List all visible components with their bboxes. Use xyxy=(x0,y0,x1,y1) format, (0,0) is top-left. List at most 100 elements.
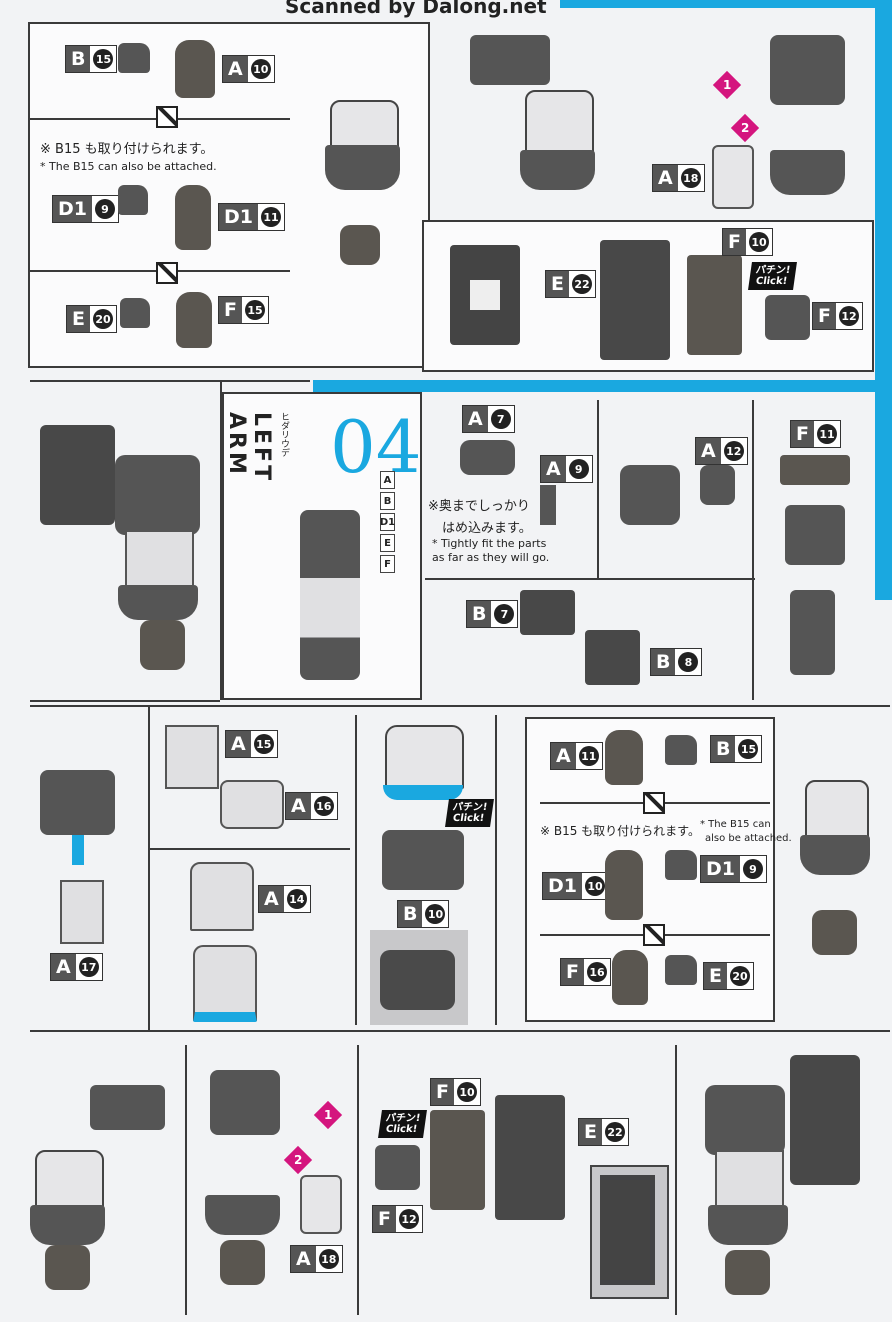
divider xyxy=(597,400,599,578)
shoulder-block-small xyxy=(40,770,115,835)
elbow-joint-block xyxy=(785,505,845,565)
bottom-hand xyxy=(45,1245,90,1290)
part-e22 xyxy=(600,240,670,360)
section-title-ruby: ヒダリウデ xyxy=(279,412,289,457)
accent-bar-top xyxy=(560,0,892,8)
part-b7 xyxy=(520,590,575,635)
final-joint xyxy=(705,1085,785,1155)
forearm-block xyxy=(470,35,550,85)
divider xyxy=(30,380,310,382)
elbow-right-cap xyxy=(805,780,869,839)
alt-note-en: * The B15 can also be attached. xyxy=(40,160,217,173)
final-armor xyxy=(790,1055,860,1185)
divider xyxy=(355,715,357,1025)
divider xyxy=(185,1045,187,1315)
elbow-white-cap xyxy=(330,100,399,149)
elbow-right-ring xyxy=(800,835,870,875)
part-a9 xyxy=(540,485,556,525)
scan-credit: Scanned by Dalong.net xyxy=(285,0,547,18)
bottom-upper-ring xyxy=(205,1195,280,1235)
peg xyxy=(72,835,84,865)
accent-bar-right xyxy=(875,0,892,600)
part-e22-bottom xyxy=(495,1095,565,1220)
runner-b: B xyxy=(380,492,395,510)
part-a14 xyxy=(190,862,254,931)
upper-ring xyxy=(770,150,845,195)
runner-a: A xyxy=(380,471,395,489)
b10-detail xyxy=(380,950,455,1010)
part-e20 xyxy=(120,298,150,328)
a7-a9-assembled xyxy=(620,465,680,525)
swap-icon xyxy=(643,924,665,946)
part-a18 xyxy=(712,145,754,209)
hand xyxy=(140,620,185,670)
part-b15 xyxy=(118,43,150,73)
click-callout: パチン!Click! xyxy=(445,799,494,827)
divider xyxy=(220,380,222,700)
alt-note-jp: ※ B15 も取り付けられます。 xyxy=(40,142,214,157)
tight-note-jp-2: はめ込みます。 xyxy=(442,521,532,536)
runner-list: A B D1 E F xyxy=(380,471,395,581)
tight-note-en-1: * Tightly fit the parts xyxy=(432,537,547,550)
elbow-cap-blue-ring xyxy=(383,785,463,800)
divider xyxy=(30,1030,890,1032)
runner-d1: D1 xyxy=(380,513,395,531)
divider xyxy=(357,1045,359,1315)
elbow-gray-ring xyxy=(325,145,400,190)
divider xyxy=(752,400,754,700)
forearm-white-cap xyxy=(525,90,594,154)
part-f10-bottom xyxy=(430,1110,485,1210)
final-upper-arm xyxy=(715,1150,784,1209)
bottom-upper-hand xyxy=(220,1240,265,1285)
tight-note-en-2: as far as they will go. xyxy=(432,551,550,564)
hand-small xyxy=(340,225,380,265)
bottom-forearm-cap xyxy=(35,1150,104,1209)
a14-assembled xyxy=(193,945,257,1022)
seq-marker-1-bottom: 1 xyxy=(313,1100,343,1130)
assembled-arm-preview xyxy=(300,510,360,680)
part-b8 xyxy=(585,630,640,685)
alt-note-en-2b: also be attached. xyxy=(705,833,792,844)
runner-e: E xyxy=(380,534,395,552)
seq-marker-1: 1 xyxy=(712,70,742,100)
bottom-forearm-ring xyxy=(30,1205,105,1245)
alt-note-jp-2: ※ B15 も取り付けられます。 xyxy=(540,824,700,838)
seq-marker-2: 2 xyxy=(730,113,760,143)
part-a18-bottom xyxy=(300,1175,342,1234)
final-ring xyxy=(708,1205,788,1245)
elbow-cap-white xyxy=(385,725,464,789)
upper-block xyxy=(770,35,845,105)
bottom-upper-block xyxy=(210,1070,280,1135)
final-hand xyxy=(725,1250,770,1295)
part-b15-alt xyxy=(665,735,697,765)
section-title-en: LEFT ARM xyxy=(224,412,274,484)
e22-inside-dark xyxy=(600,1175,655,1285)
part-f16 xyxy=(612,950,648,1005)
part-f15 xyxy=(176,292,212,348)
swap-icon xyxy=(156,262,178,284)
forearm-gray-ring xyxy=(520,150,595,190)
